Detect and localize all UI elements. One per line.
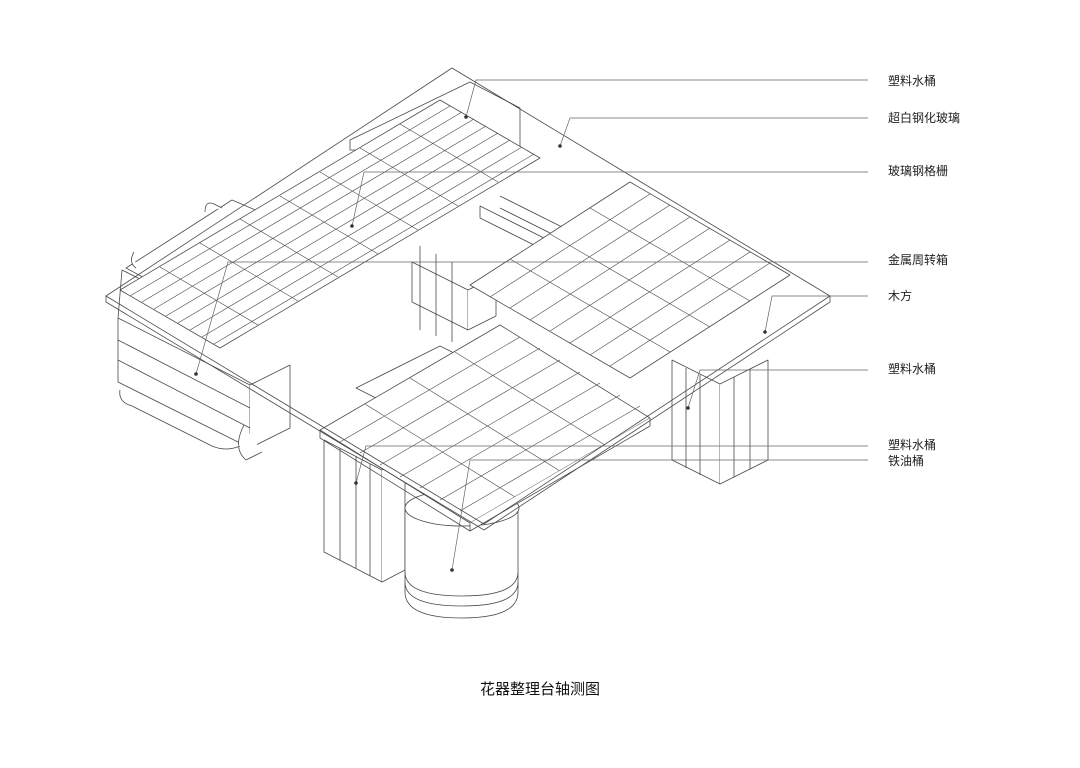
label-timber: 木方 bbox=[888, 289, 913, 303]
label-iron-oil-drum: 铁油桶 bbox=[888, 454, 925, 468]
grating-panel-left bbox=[119, 99, 541, 349]
label-plastic-bucket-front: 塑料水桶 bbox=[888, 438, 937, 452]
plastic-bucket-right-shape bbox=[671, 359, 769, 485]
leader-dots bbox=[194, 115, 767, 572]
label-metal-tote: 金属周转箱 bbox=[888, 253, 949, 267]
leader-lines bbox=[195, 79, 868, 571]
label-ultra-clear-glass: 超白钢化玻璃 bbox=[888, 111, 961, 125]
grating-panel-right bbox=[469, 181, 791, 379]
figure-caption: 花器整理台轴测图 bbox=[479, 680, 600, 698]
label-plastic-bucket-right: 塑料水桶 bbox=[888, 362, 937, 376]
label-frp-grating: 玻璃钢格栅 bbox=[888, 164, 949, 178]
metal-tote bbox=[117, 199, 291, 461]
label-plastic-bucket-top: 塑料水桶 bbox=[888, 74, 937, 88]
